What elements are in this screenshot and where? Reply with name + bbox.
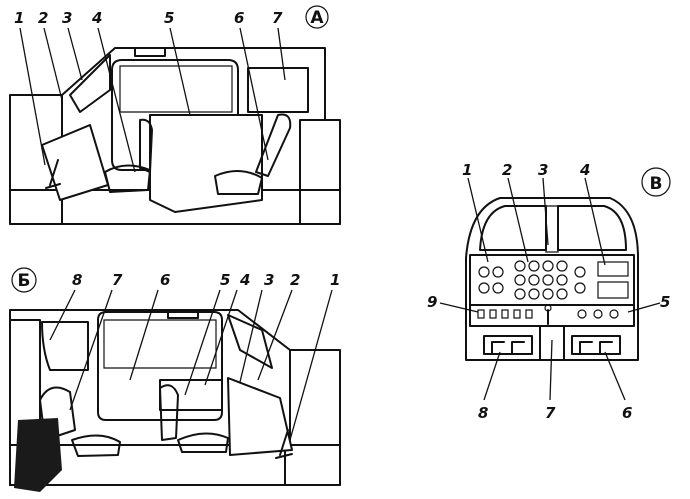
hull-front-b [284, 349, 341, 486]
seat-front-a [104, 164, 151, 193]
seat-rear-back-a [255, 113, 292, 177]
windshield-left-v [479, 205, 547, 251]
callout-b-6: 6 [160, 271, 170, 289]
seat-front-base-b [177, 432, 229, 453]
dashboard-b [227, 377, 293, 456]
callout-b-2: 2 [290, 271, 300, 289]
leader-a-2 [43, 27, 63, 101]
leader-v-5 [627, 302, 661, 313]
callout-v-7: 7 [545, 404, 556, 422]
callout-a-6: 6 [234, 9, 244, 27]
panel-letter-circle-v [641, 167, 671, 197]
panel-letter-a: A [310, 8, 324, 28]
callout-b-1: 1 [330, 271, 340, 289]
leader-a-1 [19, 27, 46, 166]
callout-v-8: 8 [478, 404, 488, 422]
cabin-shell-b [9, 309, 291, 446]
side-view-b: 8 7 6 5 4 3 2 1 Б [9, 267, 341, 492]
seat-front-back-a [139, 118, 153, 173]
leader-v-8 [483, 351, 501, 401]
leader-v-7 [549, 339, 553, 401]
leader-v-9 [439, 302, 479, 313]
leader-b-3 [239, 289, 263, 383]
side-window-glass-b [103, 319, 217, 369]
leader-a-3 [67, 27, 83, 81]
windshield-right-v [557, 205, 627, 251]
seat-left-detail-v [491, 341, 525, 355]
windshield-b [227, 314, 273, 369]
callout-a-2: 2 [38, 9, 48, 27]
callout-v-9: 9 [427, 293, 437, 311]
center-pillar-v [545, 205, 559, 253]
callout-a-3: 3 [62, 9, 72, 27]
callout-b-5: 5 [220, 271, 230, 289]
callout-v-6: 6 [622, 404, 632, 422]
panel-letter-b: Б [18, 271, 31, 291]
leader-b-4 [204, 289, 238, 386]
console-switches-v [477, 304, 619, 325]
ink-blot-b [14, 418, 62, 492]
panel-letter-v: B [650, 174, 663, 194]
leader-a-4 [97, 27, 136, 173]
leader-b-6 [129, 289, 159, 381]
seat-right-detail-v [579, 341, 613, 355]
roof-hatch-b [167, 309, 199, 319]
callout-b-7: 7 [112, 271, 123, 289]
leader-v-3 [542, 177, 549, 246]
leader-a-5 [169, 27, 191, 116]
seat-rear-b [39, 386, 76, 441]
control-lever-b [275, 429, 293, 459]
callout-b-8: 8 [72, 271, 82, 289]
callout-v-2: 2 [502, 161, 512, 179]
front-view-v: 1 2 3 4 9 5 8 7 6 B [427, 161, 671, 422]
leader-v-4 [584, 177, 606, 266]
leader-v-6 [604, 351, 626, 401]
seat-right-v [571, 335, 621, 355]
leader-b-8 [49, 289, 76, 341]
seat-rear-base-b [71, 434, 121, 457]
callout-v-1: 1 [462, 161, 472, 179]
seat-rear-a [214, 170, 263, 195]
roof-hatch-a [134, 47, 166, 57]
leader-a-7 [277, 27, 286, 81]
callout-a-4: 4 [91, 9, 102, 27]
side-view-a: 1 2 3 4 5 6 7 A [9, 5, 341, 225]
windshield-a [69, 54, 111, 113]
door-panel-a [149, 114, 263, 213]
leader-b-7 [69, 289, 113, 411]
leader-b-1 [289, 289, 333, 441]
side-window-b [97, 311, 223, 421]
callout-a-5: 5 [164, 9, 174, 27]
callout-v-4: 4 [579, 161, 590, 179]
leader-b-2 [257, 289, 293, 381]
hull-rear-a [299, 119, 341, 225]
callout-a-1: 1 [14, 9, 24, 27]
panel-letter-circle-a [305, 5, 329, 29]
callout-v-5: 5 [660, 293, 670, 311]
leader-v-1 [467, 177, 489, 263]
callout-v-3: 3 [538, 161, 548, 179]
control-lever-a [45, 159, 61, 189]
rear-window-a [247, 67, 309, 113]
leader-a-6 [239, 27, 269, 161]
rear-window-b [41, 321, 89, 371]
leader-v-2 [507, 177, 529, 263]
gauge-cluster-v [478, 260, 629, 300]
callout-a-7: 7 [272, 9, 283, 27]
seat-left-v [483, 335, 533, 355]
console-strip-v [469, 304, 635, 327]
callout-b-3: 3 [264, 271, 274, 289]
center-console-v [539, 325, 565, 361]
seat-front-b [159, 384, 179, 441]
panel-letter-circle-b [11, 267, 37, 293]
side-window-glass-a [119, 65, 233, 113]
leader-b-5 [184, 289, 221, 396]
callout-b-4: 4 [239, 271, 250, 289]
